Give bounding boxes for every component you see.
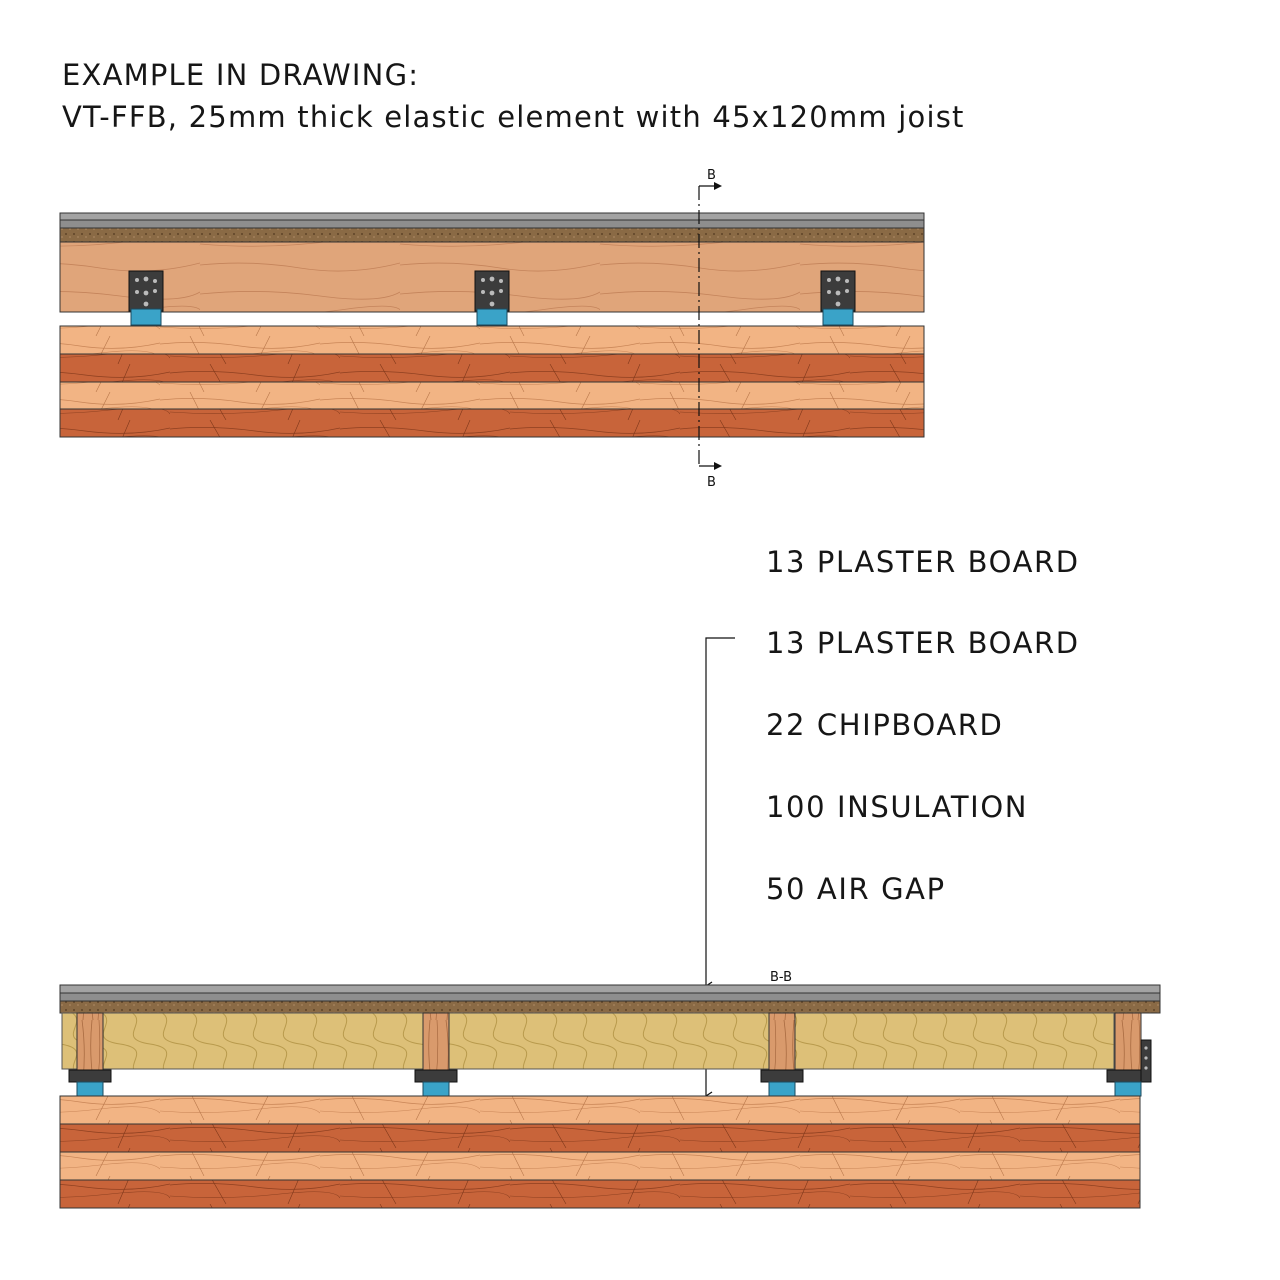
layer-label-4: 100 INSULATION: [766, 790, 1029, 824]
clt-layer-2: [59, 353, 925, 383]
plaster-board-bb-2: [59, 992, 1161, 1002]
clt-layer-3: [59, 381, 925, 410]
elastic-element-bb-1: [76, 1081, 104, 1097]
clt-layer-bb-2: [59, 1123, 1141, 1153]
layer-label-2: 13 PLASTER BOARD: [766, 626, 1080, 660]
drawing-heading-line1: EXAMPLE IN DRAWING:: [62, 58, 420, 92]
section-marker-top: B: [707, 168, 716, 183]
joist-section-3: [768, 1012, 796, 1074]
chipboard-bb: [59, 1000, 1161, 1014]
plaster-board-top-1: [59, 212, 925, 221]
layer-label-1: 13 PLASTER BOARD: [766, 545, 1080, 579]
elastic-element-1: [130, 308, 162, 326]
clt-layer-bb-1: [59, 1095, 1141, 1125]
elastic-element-3: [822, 308, 854, 326]
chipboard-top: [59, 227, 925, 243]
joist-section-1: [76, 1012, 104, 1074]
elastic-element-bb-4: [1114, 1081, 1142, 1097]
insulation-bb: [61, 1012, 1115, 1070]
bracket-3: [820, 270, 856, 326]
clt-layer-bb-3: [59, 1151, 1141, 1181]
drawing-heading-line2: VT-FFB, 25mm thick elastic element with …: [62, 100, 965, 134]
longitudinal-section: B B: [59, 168, 925, 490]
elastic-element-bb-3: [768, 1081, 796, 1097]
joist-section-2: [422, 1012, 450, 1074]
clt-layer-4: [59, 408, 925, 438]
joist-section-4: [1114, 1012, 1142, 1074]
section-title-bb: B-B: [770, 970, 792, 985]
clt-layer-bb-4: [59, 1179, 1141, 1209]
elastic-element-2: [476, 308, 508, 326]
bracket-2: [474, 270, 510, 326]
elastic-element-bb-2: [422, 1081, 450, 1097]
bracket-1: [128, 270, 164, 326]
cross-section-bb: [59, 984, 1161, 1209]
layer-label-3: 22 CHIPBOARD: [766, 708, 1004, 742]
clt-layer-1: [59, 325, 925, 355]
layer-label-5: 50 AIR GAP: [766, 872, 946, 906]
plaster-board-bb-1: [59, 984, 1161, 994]
section-marker-bottom: B: [707, 475, 716, 490]
plaster-board-top-2: [59, 219, 925, 229]
